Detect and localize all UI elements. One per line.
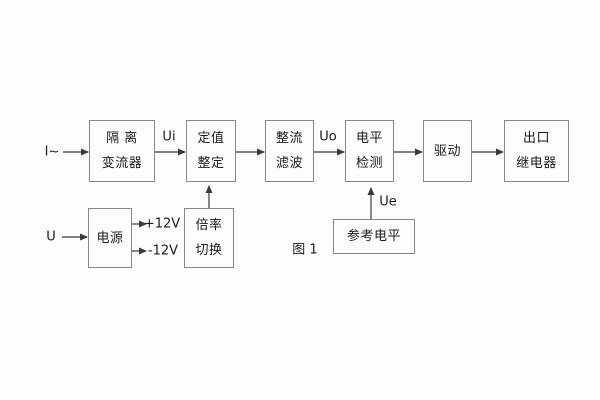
block-setpoint-adjust-label: 定值	[197, 131, 225, 146]
block-ratio-switch-label: 切换	[195, 243, 223, 258]
block-rectify-filter-label: 滤波	[275, 156, 303, 171]
block-level-detect-label: 电平	[355, 131, 383, 146]
block-reference-level-label: 参考电平	[346, 229, 401, 244]
block-isolation-converter-label: 隔 离	[106, 131, 138, 146]
block-power-supply-label: 电源	[96, 230, 124, 246]
block-rectify-filter-label: 整流	[275, 131, 303, 146]
block-setpoint-adjust: 定值整定	[186, 120, 236, 182]
block-ratio-switch: 倍率切换	[184, 208, 234, 268]
current-input-label: I~	[44, 144, 60, 160]
block-ratio-switch-label: 倍率	[195, 218, 223, 233]
block-drive-label: 驱动	[433, 143, 461, 159]
block-power-supply: 电源	[88, 208, 132, 268]
rail-plus-12v-label: +12V	[143, 216, 181, 232]
block-rectify-filter: 整流滤波	[265, 120, 314, 182]
block-level-detect-label: 检测	[355, 156, 383, 171]
block-setpoint-adjust-label: 整定	[197, 156, 225, 171]
block-isolation-converter-label: 变流器	[101, 156, 143, 171]
block-output-relay-label: 出口	[522, 131, 550, 146]
rail-minus-12v-label: -12V	[147, 243, 179, 259]
signal-uo-label: Uo	[319, 129, 337, 145]
block-level-detect: 电平检测	[345, 120, 394, 182]
block-isolation-converter: 隔 离变流器	[89, 120, 155, 182]
signal-ui-label: Ui	[162, 129, 176, 145]
signal-ue-label: Ue	[379, 194, 397, 210]
block-drive: 驱动	[423, 120, 472, 182]
block-reference-level: 参考电平	[333, 219, 415, 254]
block-output-relay-label: 继电器	[516, 156, 557, 171]
voltage-input-label: U	[46, 229, 56, 245]
figure-caption: 图 1	[292, 242, 318, 258]
block-output-relay: 出口继电器	[504, 120, 569, 182]
